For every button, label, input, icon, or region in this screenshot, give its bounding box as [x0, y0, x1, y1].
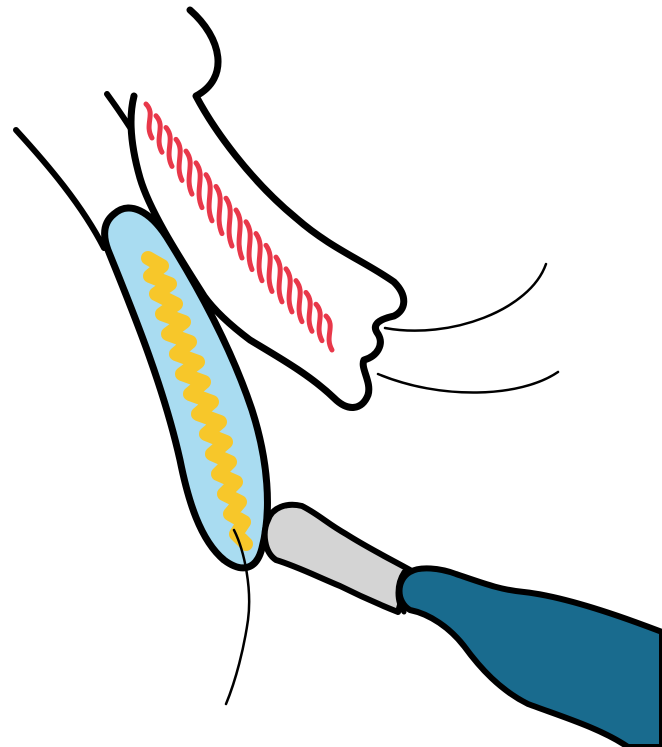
skin-outline-left	[16, 130, 104, 248]
suture-thread-upper	[385, 264, 546, 331]
cannula-shaft	[265, 505, 410, 612]
syringe-handle	[400, 568, 662, 747]
suture-thread-lower	[378, 372, 558, 393]
